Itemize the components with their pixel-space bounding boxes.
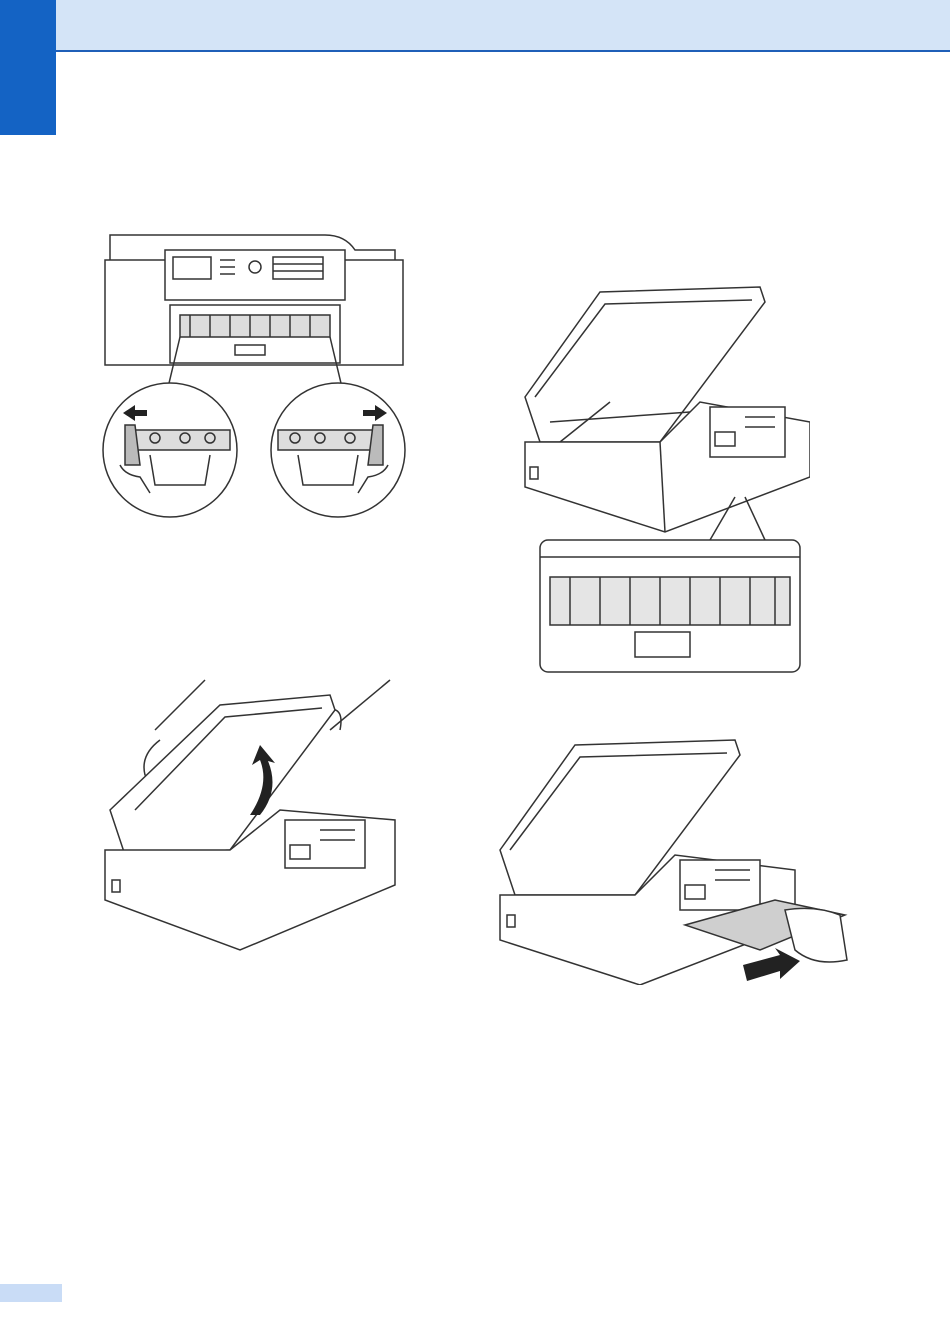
printer-lift-cover-icon [100, 675, 400, 955]
chapter-tab [0, 0, 56, 135]
printer-front-detail-icon [95, 225, 415, 525]
figure-printer-open-inside [520, 282, 810, 677]
printer-open-inside-icon [520, 282, 810, 677]
footer-tab [0, 1284, 62, 1302]
header-band [0, 0, 950, 52]
figure-printer-lift-cover [100, 675, 400, 955]
printer-remove-paper-icon [495, 735, 850, 985]
figure-printer-remove-paper [495, 735, 850, 985]
figure-printer-front-detail [95, 225, 415, 525]
